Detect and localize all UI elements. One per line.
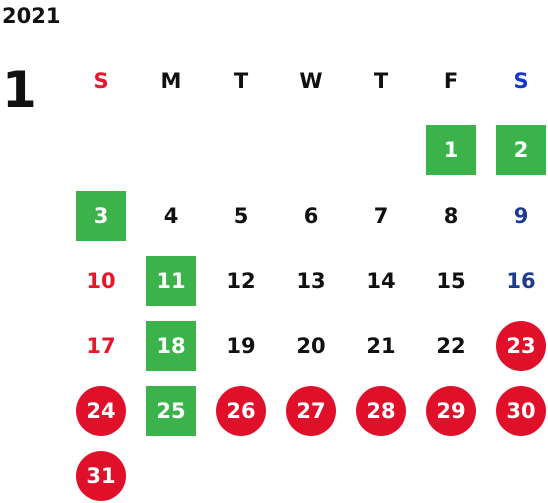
year-label: 2021 (2, 4, 61, 28)
day-cell-20[interactable]: 20 (296, 334, 326, 358)
day-cell-31[interactable]: 31 (76, 451, 126, 501)
day-cell-6[interactable]: 6 (303, 204, 319, 228)
day-cell-1[interactable]: 1 (426, 125, 476, 175)
day-cell-15[interactable]: 15 (436, 269, 466, 293)
day-cell-5[interactable]: 5 (233, 204, 249, 228)
day-cell-16[interactable]: 16 (506, 269, 536, 293)
day-cell-12[interactable]: 12 (226, 269, 256, 293)
day-cell-4[interactable]: 4 (163, 204, 179, 228)
weekday-3: W (299, 69, 323, 93)
day-cell-25[interactable]: 25 (146, 386, 196, 436)
day-cell-8[interactable]: 8 (443, 204, 459, 228)
day-cell-29[interactable]: 29 (426, 386, 476, 436)
weekday-4: T (373, 69, 389, 93)
weekday-6: S (513, 69, 529, 93)
day-cell-30[interactable]: 30 (496, 386, 546, 436)
day-cell-3[interactable]: 3 (76, 191, 126, 241)
day-cell-9[interactable]: 9 (513, 204, 529, 228)
day-cell-18[interactable]: 18 (146, 321, 196, 371)
day-cell-10[interactable]: 10 (86, 269, 116, 293)
day-cell-21[interactable]: 21 (366, 334, 396, 358)
day-cell-26[interactable]: 26 (216, 386, 266, 436)
weekday-0: S (93, 69, 109, 93)
day-cell-27[interactable]: 27 (286, 386, 336, 436)
day-cell-2[interactable]: 2 (496, 125, 546, 175)
day-cell-23[interactable]: 23 (496, 321, 546, 371)
day-cell-17[interactable]: 17 (86, 334, 116, 358)
weekday-1: M (160, 69, 182, 93)
weekday-2: T (233, 69, 249, 93)
day-cell-13[interactable]: 13 (296, 269, 326, 293)
month-label: 1 (2, 61, 37, 119)
day-cell-7[interactable]: 7 (373, 204, 389, 228)
day-cell-19[interactable]: 19 (226, 334, 256, 358)
day-cell-11[interactable]: 11 (146, 256, 196, 306)
weekday-5: F (443, 69, 459, 93)
day-cell-22[interactable]: 22 (436, 334, 466, 358)
day-cell-28[interactable]: 28 (356, 386, 406, 436)
day-cell-14[interactable]: 14 (366, 269, 396, 293)
day-cell-24[interactable]: 24 (76, 386, 126, 436)
